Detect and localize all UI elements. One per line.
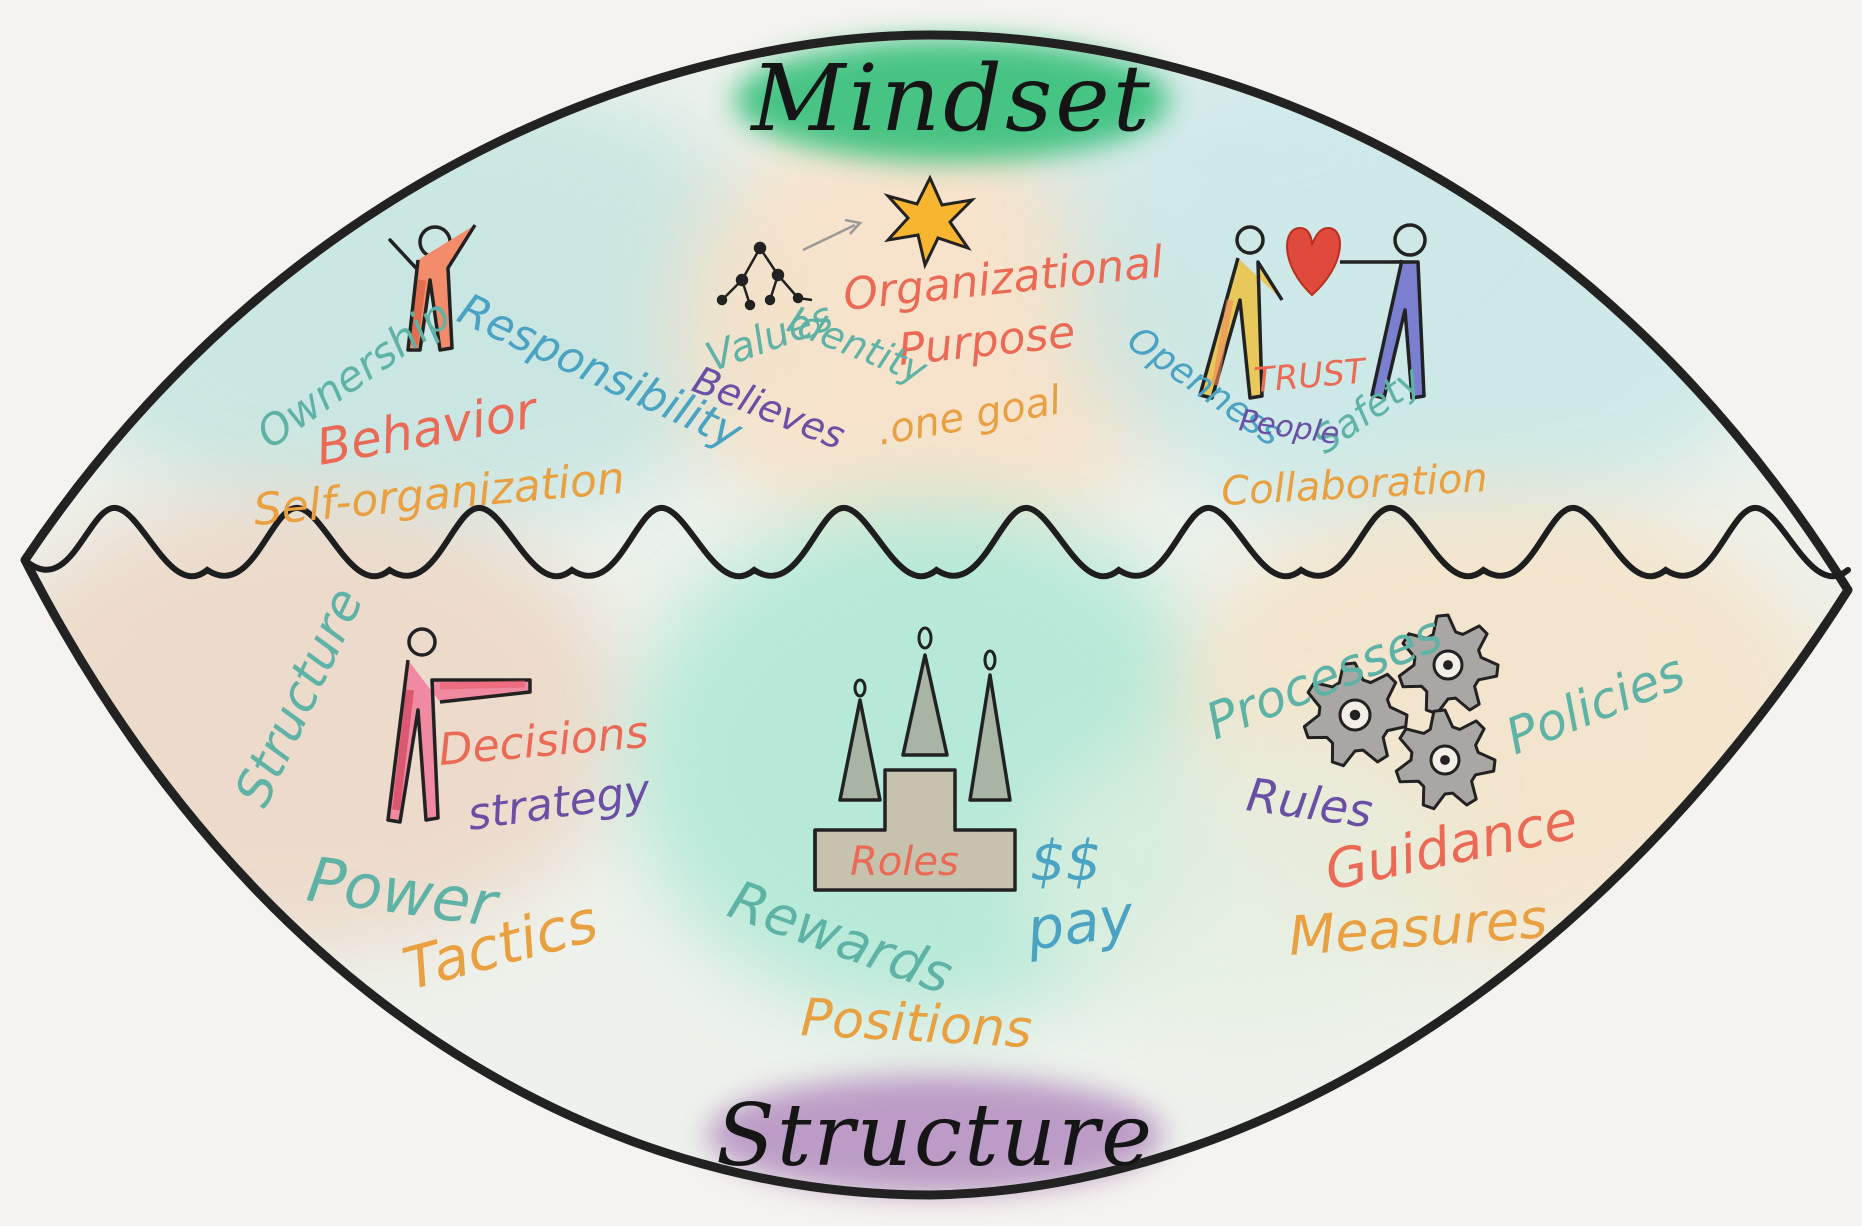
structure-title: Structure [716,1086,1154,1186]
mindset-title-highlight [734,38,1170,162]
trust-label: TRUST [1252,351,1369,401]
gear-axle [1440,755,1450,765]
pay-label: pay [1021,882,1138,964]
gears-icon [1302,613,1500,811]
two-people-heart-icon [1198,223,1427,400]
positions-label: Positions [799,988,1033,1060]
gear-axle [1349,709,1361,721]
person-arm-raised-icon [388,224,477,352]
star-network-icon [716,174,977,311]
roles-label: Roles [850,839,959,885]
structure-title-highlight [707,1075,1163,1195]
person-pointing-icon [386,627,532,824]
gear-axle [1443,660,1453,670]
money-label: $$ [1030,829,1101,894]
mindset-title: Mindset [749,45,1152,152]
podium-people-icon [813,626,1017,892]
wavy-divider [22,505,1851,580]
lens-outline [20,30,1853,1200]
